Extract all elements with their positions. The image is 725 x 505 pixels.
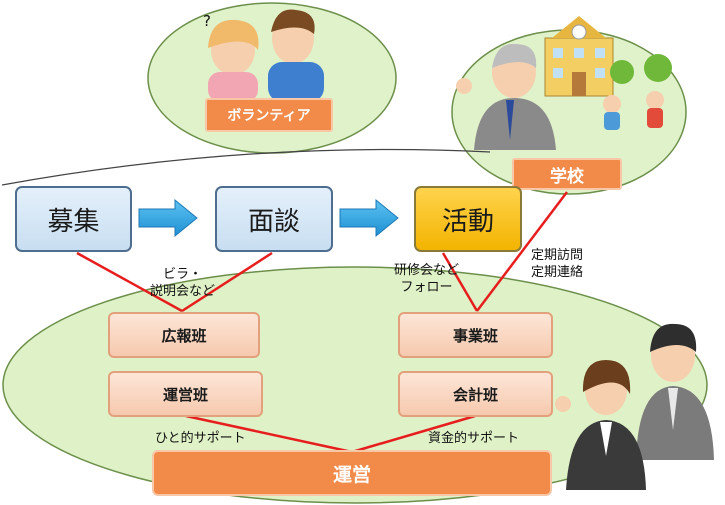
financial-support-note: 資金的サポート	[428, 431, 520, 446]
step-recruit[interactable]: 募集	[15, 186, 132, 252]
recruit-note: ビラ・ 説明会など	[150, 267, 216, 299]
management-bar[interactable]: 運営	[152, 450, 552, 496]
connector-line	[476, 191, 568, 312]
question-mark: ?	[203, 12, 211, 30]
volunteer-people-illustration	[208, 9, 324, 102]
connector-line	[185, 414, 353, 454]
team-projects[interactable]: 事業班	[398, 312, 553, 358]
connector-line	[351, 414, 476, 454]
connector-line	[441, 252, 479, 312]
step-interview[interactable]: 面談	[215, 186, 333, 252]
volunteer-tag[interactable]: ボランティア	[205, 98, 333, 132]
step-activity[interactable]: 活動	[414, 186, 522, 252]
arrow-right-icon	[339, 198, 399, 238]
flow-arc	[1, 148, 491, 186]
team-operations[interactable]: 運営班	[108, 371, 263, 417]
activity-note: 研修会など フォロー	[394, 263, 460, 295]
team-accounting[interactable]: 会計班	[398, 371, 553, 417]
connector-line	[76, 251, 183, 313]
team-pr[interactable]: 広報班	[108, 312, 260, 358]
school-illustration	[456, 16, 672, 150]
school-tag[interactable]: 学校	[512, 158, 622, 190]
arrow-right-icon	[138, 198, 198, 238]
human-support-note: ひと的サポート	[155, 431, 246, 446]
staff-illustration	[555, 323, 714, 490]
school-note: 定期訪問 定期連絡	[531, 248, 584, 280]
connector-line	[181, 251, 273, 313]
